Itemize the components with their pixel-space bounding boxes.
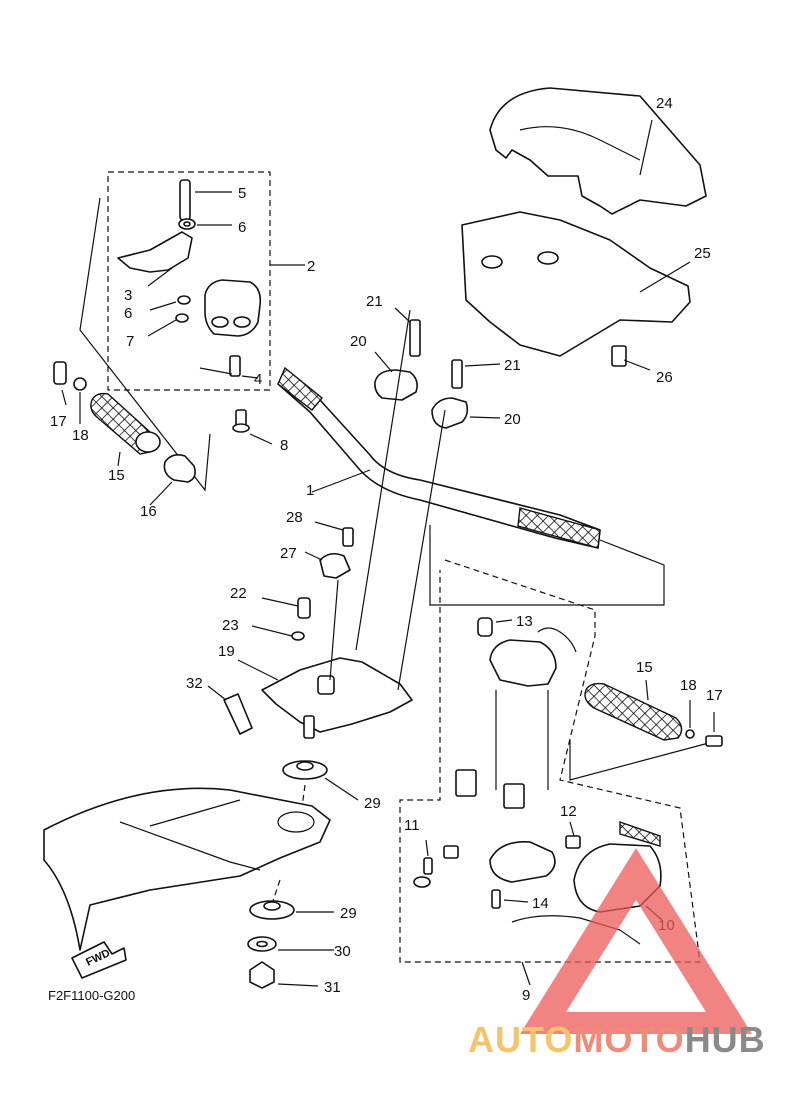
callout-13: 13 — [516, 613, 533, 630]
callout-1: 1 — [306, 482, 314, 499]
callout-5: 5 — [238, 185, 246, 202]
callout-18b: 18 — [680, 677, 697, 694]
callout-31: 31 — [324, 979, 341, 996]
callout-22: 22 — [230, 585, 247, 602]
callout-20a: 20 — [350, 333, 367, 350]
callout-8: 8 — [280, 437, 288, 454]
callout-16: 16 — [140, 503, 157, 520]
watermark-auto: AUTO — [468, 1019, 573, 1060]
callout-2: 2 — [307, 258, 315, 275]
handlebar-covers — [461, 87, 707, 371]
callout-26: 26 — [656, 369, 673, 386]
watermark-logo — [520, 848, 752, 1034]
lower-bracket-group — [207, 309, 446, 739]
callout-4: 4 — [254, 371, 262, 388]
callout-17a: 17 — [50, 413, 67, 430]
callout-25: 25 — [694, 245, 711, 262]
callout-7: 7 — [126, 333, 134, 350]
callout-21b: 21 — [504, 357, 521, 374]
callout-21a: 21 — [366, 293, 383, 310]
callout-14: 14 — [532, 895, 549, 912]
callout-11: 11 — [404, 817, 420, 834]
callout-28: 28 — [286, 509, 303, 526]
watermark-text: AUTOMOTOHUB — [468, 1019, 766, 1060]
callout-32: 32 — [186, 675, 203, 692]
callout-23: 23 — [222, 617, 239, 634]
watermark-triangle-icon — [520, 848, 752, 1034]
watermark-hub: HUB — [685, 1019, 766, 1060]
callout-15b: 15 — [636, 659, 653, 676]
callout-19: 19 — [218, 643, 235, 660]
upper-holders — [374, 307, 501, 429]
callout-6a: 6 — [238, 219, 246, 236]
callout-3: 3 — [124, 287, 132, 304]
callout-9: 9 — [522, 987, 530, 1004]
right-grip-group — [569, 679, 723, 781]
callout-27: 27 — [280, 545, 297, 562]
left-grip-group — [53, 197, 211, 506]
callout-24: 24 — [656, 95, 673, 112]
callout-29b: 29 — [340, 905, 357, 922]
callout-labels: 1 2 3 4 5 6 6 7 8 9 10 11 12 13 14 15 15… — [50, 95, 723, 1004]
callout-17b: 17 — [706, 687, 723, 704]
diagram-code: F2F1100-G200 — [48, 988, 135, 1003]
left-lever-assembly — [107, 171, 305, 445]
hull-mount-group — [43, 760, 359, 989]
callout-18a: 18 — [72, 427, 89, 444]
callout-30: 30 — [334, 943, 351, 960]
callout-20b: 20 — [504, 411, 521, 428]
callout-15a: 15 — [108, 467, 125, 484]
watermark-moto: MOTO — [573, 1019, 684, 1060]
handlebar — [277, 366, 665, 606]
callout-12: 12 — [560, 803, 577, 820]
callout-29a: 29 — [364, 795, 381, 812]
callout-6b: 6 — [124, 305, 132, 322]
